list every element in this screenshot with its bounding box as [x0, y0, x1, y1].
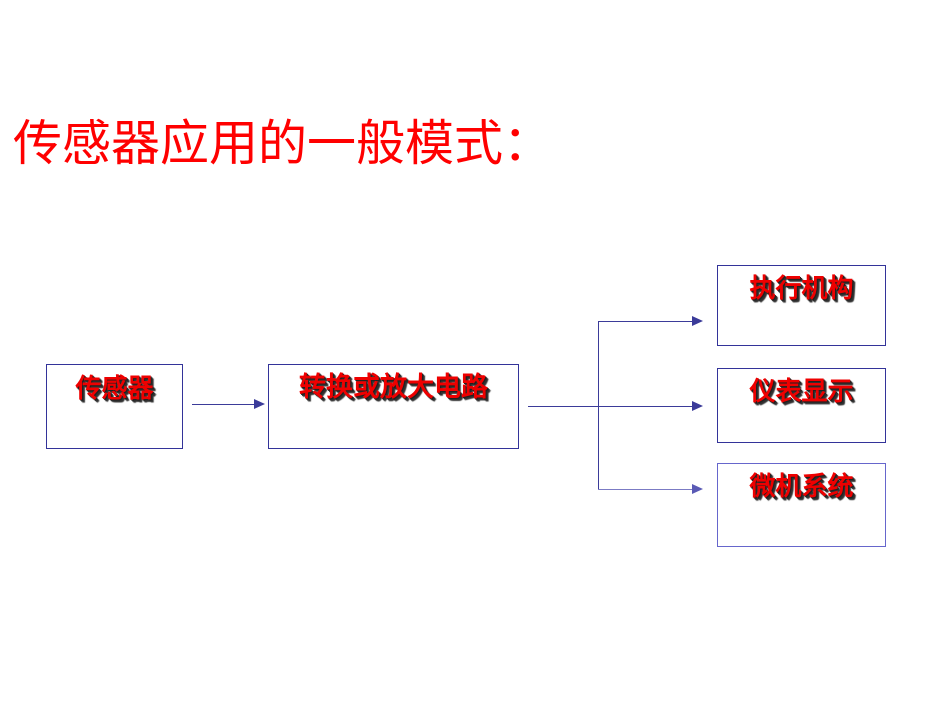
- connector-circuit-to-actuator-line: [598, 321, 698, 322]
- connector-vertical-distribution-bar: [598, 321, 599, 490]
- node-label-sensor: 传感器: [75, 374, 154, 404]
- node-label-microcomputer: 微机系统: [749, 472, 854, 502]
- node-box-microcomputer[interactable]: 微机系统: [717, 463, 886, 547]
- connector-circuit-to-microcomputer-line: [598, 489, 698, 490]
- arrow-head-icon-to-actuator: [692, 316, 703, 326]
- page-title: 传感器应用的一般模式：: [13, 115, 553, 172]
- node-box-circuit[interactable]: 转换或放大电路: [268, 364, 519, 449]
- connector-sensor-to-circuit-line: [192, 404, 256, 405]
- node-box-sensor[interactable]: 传感器: [46, 364, 183, 449]
- node-label-actuator: 执行机构: [749, 274, 854, 304]
- arrow-head-icon-to-microcomputer: [692, 484, 703, 494]
- arrow-head-icon-to-meter: [692, 401, 703, 411]
- node-box-meter[interactable]: 仪表显示: [717, 368, 886, 443]
- node-label-circuit: 转换或放大电路: [299, 372, 488, 403]
- node-label-meter: 仪表显示: [749, 377, 854, 407]
- arrow-head-icon-sensor-to-circuit: [254, 399, 265, 409]
- node-box-actuator[interactable]: 执行机构: [717, 265, 886, 346]
- connector-circuit-trunk-line: [528, 406, 700, 407]
